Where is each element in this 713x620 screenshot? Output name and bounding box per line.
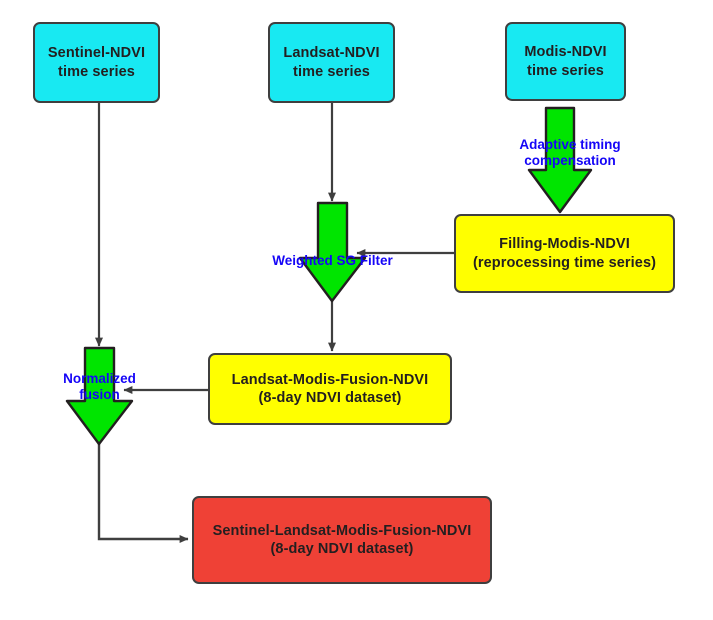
node-sentinel-ndvi-line1: Sentinel-NDVI (47, 45, 146, 62)
node-landsat-ndvi-line1: Landsat-NDVI (283, 45, 380, 62)
node-filling-modis-ndvi-line2: (reprocessing time series) (472, 254, 657, 271)
normalized-fusion-arrow (65, 346, 134, 446)
adaptive-timing-compensation-arrow (527, 106, 593, 214)
node-sentinel-ndvi[interactable]: Sentinel-NDVI time series (33, 22, 160, 103)
node-sentinel-ndvi-line2: time series (58, 63, 135, 80)
weighted-sg-filter-arrow (298, 201, 367, 303)
node-landsat-ndvi[interactable]: Landsat-NDVI time series (268, 22, 395, 103)
node-modis-ndvi-line2: time series (527, 62, 604, 79)
node-landsat-modis-fusion-ndvi-text: Landsat-Modis-Fusion-NDVI (8-day NDVI da… (226, 371, 435, 407)
node-landsat-ndvi-line2: time series (293, 63, 370, 80)
node-sentinel-landsat-modis-fusion-ndvi-text: Sentinel-Landsat-Modis-Fusion-NDVI (8-da… (207, 522, 478, 558)
node-landsat-modis-fusion-ndvi-line1: Landsat-Modis-Fusion-NDVI (231, 371, 429, 388)
node-filling-modis-ndvi-text: Filling-Modis-NDVI (reprocessing time se… (467, 235, 662, 271)
node-sentinel-landsat-modis-fusion-ndvi-line1: Sentinel-Landsat-Modis-Fusion-NDVI (212, 522, 472, 539)
node-landsat-modis-fusion-ndvi-line2: (8-day NDVI dataset) (258, 390, 402, 406)
node-modis-ndvi-text: Modis-NDVI time series (518, 43, 612, 79)
node-modis-ndvi[interactable]: Modis-NDVI time series (505, 22, 626, 101)
node-sentinel-ndvi-text: Sentinel-NDVI time series (42, 44, 151, 80)
wire-normalized-fusion-to-output (97, 443, 189, 543)
node-filling-modis-ndvi[interactable]: Filling-Modis-NDVI (reprocessing time se… (454, 214, 675, 293)
node-landsat-ndvi-text: Landsat-NDVI time series (277, 44, 385, 80)
node-landsat-modis-fusion-ndvi[interactable]: Landsat-Modis-Fusion-NDVI (8-day NDVI da… (208, 353, 452, 425)
node-filling-modis-ndvi-line1: Filling-Modis-NDVI (499, 236, 630, 253)
node-sentinel-landsat-modis-fusion-ndvi[interactable]: Sentinel-Landsat-Modis-Fusion-NDVI (8-da… (192, 496, 492, 584)
node-sentinel-landsat-modis-fusion-ndvi-line2: (8-day NDVI dataset) (270, 541, 414, 557)
node-modis-ndvi-line1: Modis-NDVI (524, 44, 607, 61)
